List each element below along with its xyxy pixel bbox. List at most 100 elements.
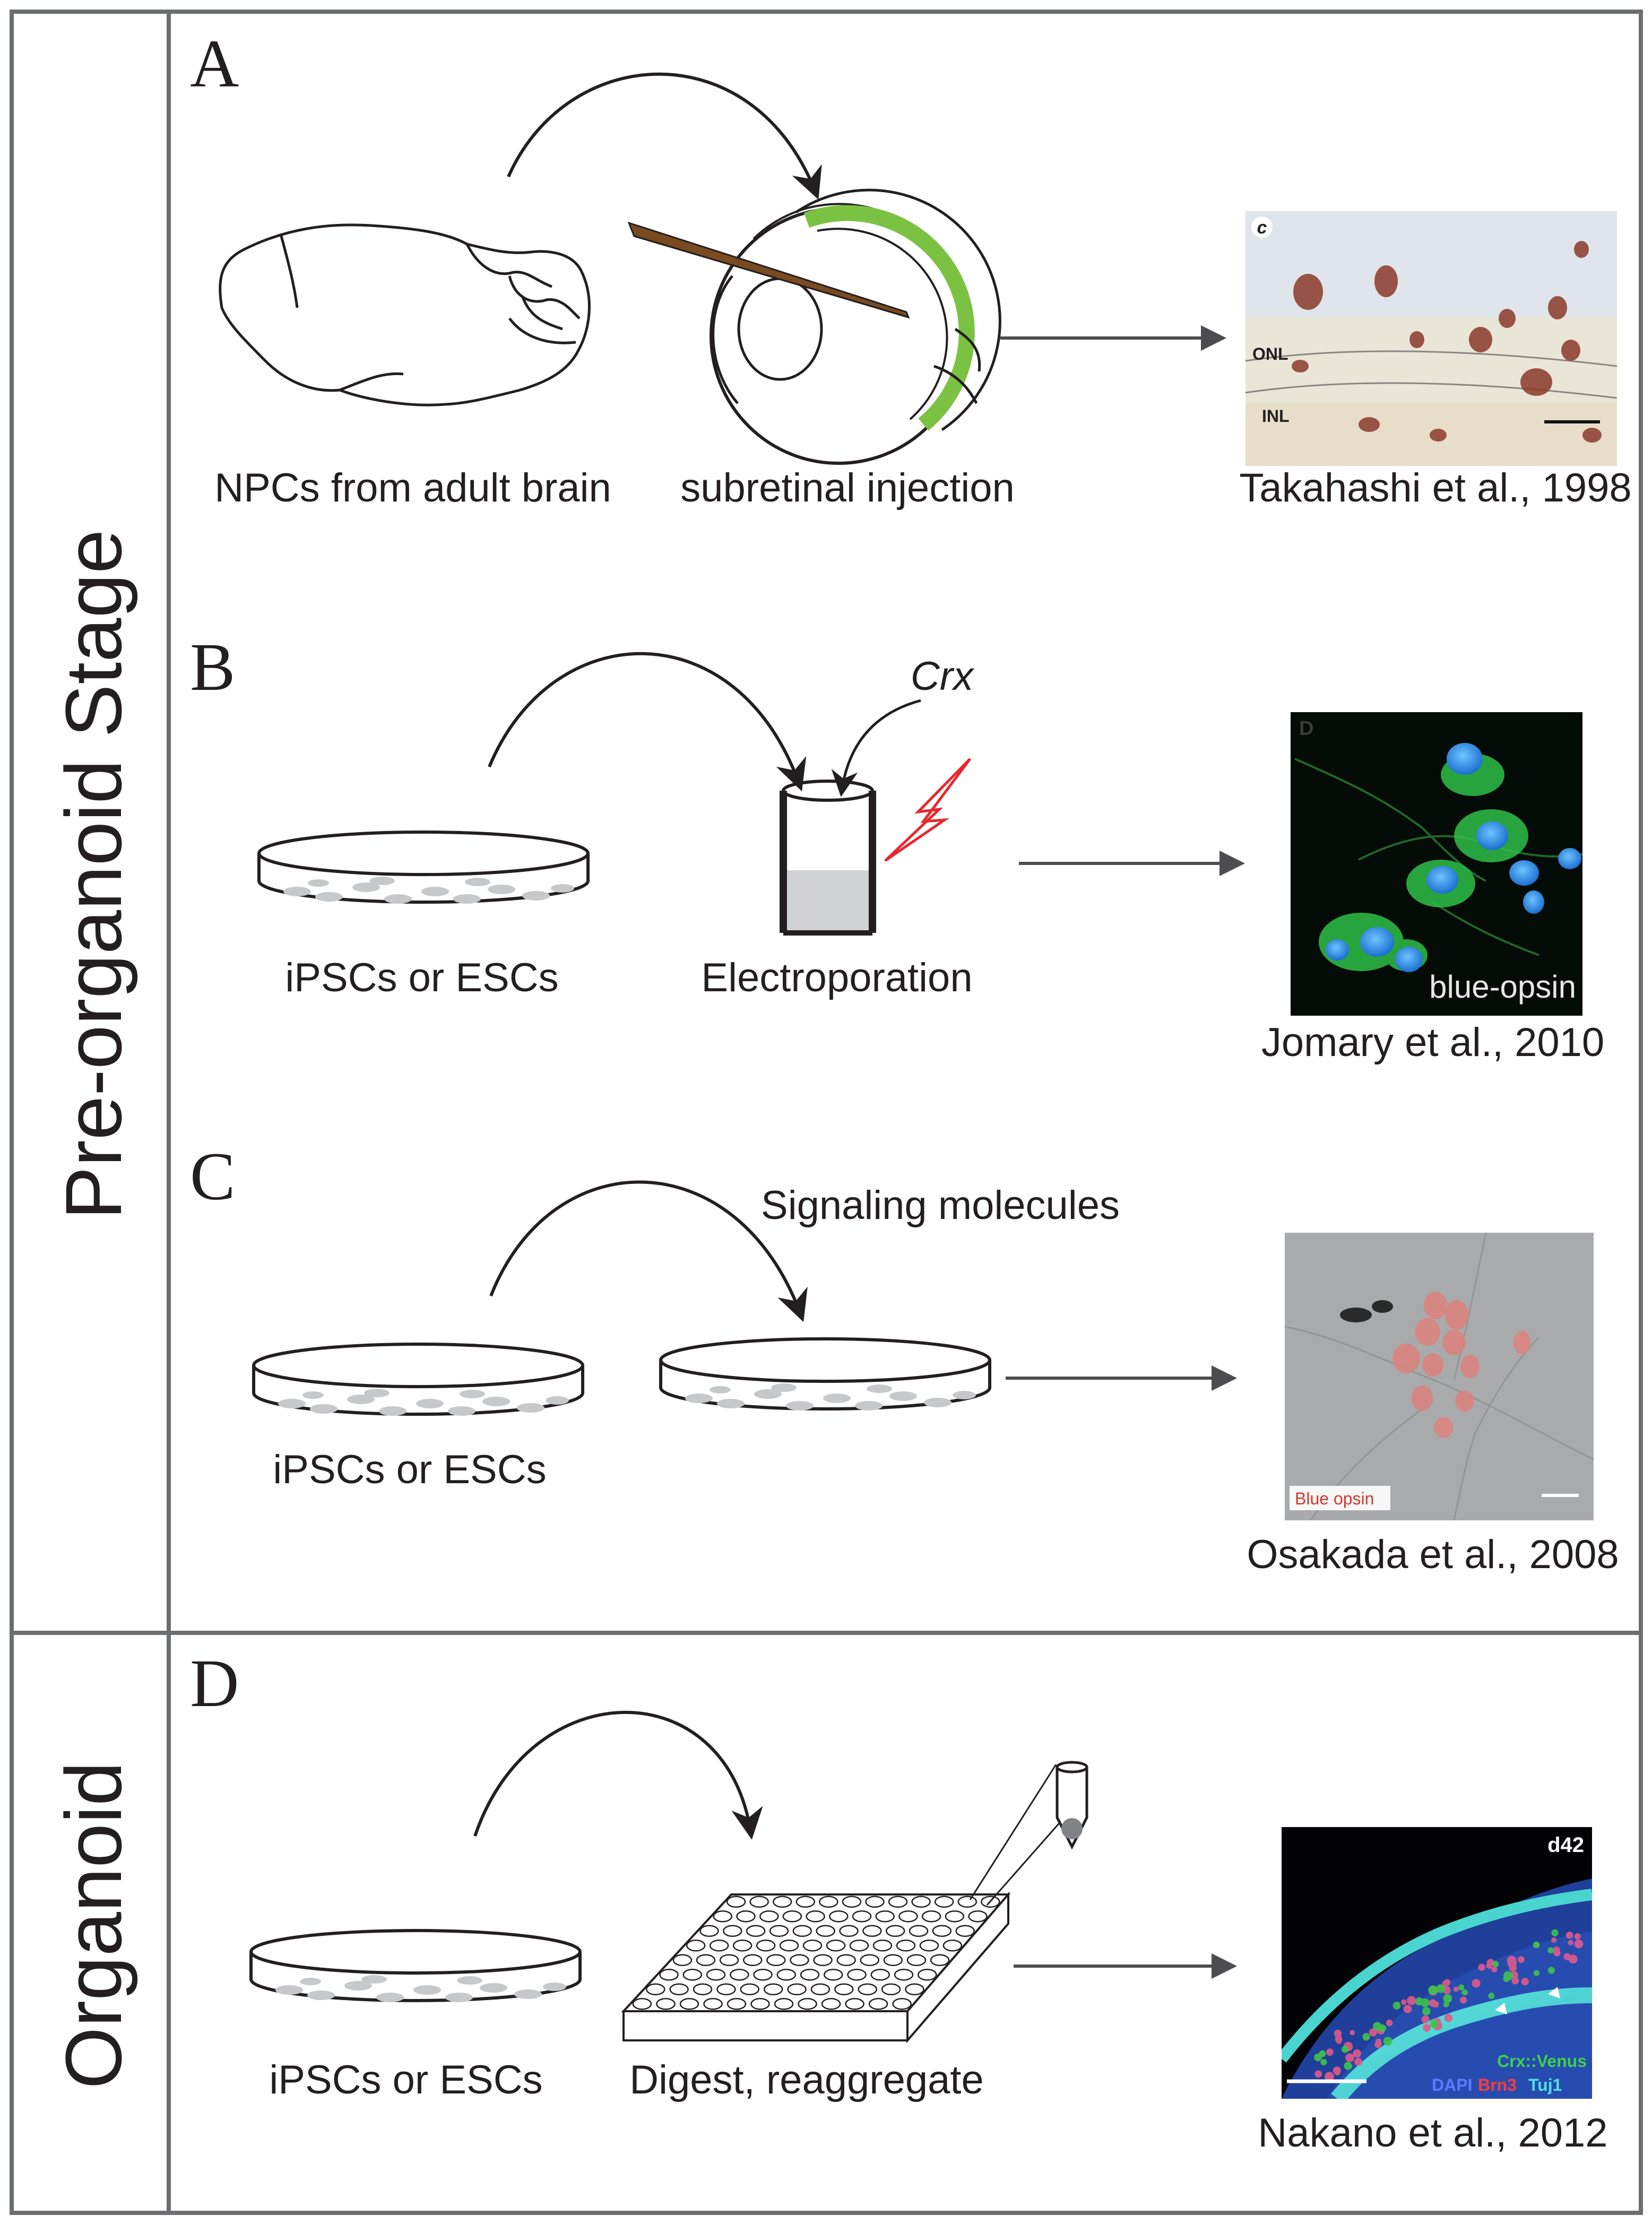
well: [769, 1925, 789, 1937]
lightning-icon: [884, 758, 972, 862]
well: [862, 1925, 882, 1937]
micrograph-d-marker1: Crx::Venus: [1497, 2052, 1587, 2071]
micrograph-b-corner: D: [1299, 717, 1313, 740]
cell-dot: [1553, 1949, 1561, 1957]
gene-arrow-b: [831, 699, 921, 797]
petri-dish-icon: [252, 1343, 584, 1416]
well: [792, 1925, 812, 1937]
well: [795, 1896, 816, 1908]
cell-dot: [1547, 1947, 1554, 1954]
micrograph-c-stain: Blue opsin: [1295, 1489, 1374, 1508]
well: [713, 1910, 733, 1923]
well: [782, 1910, 802, 1923]
well: [860, 1954, 879, 1966]
cell-dot: [1421, 2015, 1430, 2024]
well: [719, 1954, 739, 1966]
source-label-b: iPSCs or ESCs: [285, 955, 558, 1000]
well: [826, 1940, 846, 1952]
well: [834, 1983, 854, 1995]
cell-dot: [1488, 1993, 1495, 2000]
cell-dot: [1492, 1961, 1499, 1967]
cell-dot: [1547, 1967, 1555, 1974]
panel-b: B Crx iPSCs or ESCs El: [190, 629, 1604, 1065]
curved-arrow-c: [489, 1180, 808, 1322]
well: [726, 1998, 747, 2010]
well: [736, 1910, 756, 1923]
cell-dot: [1521, 1978, 1529, 1986]
cell-dot: [1326, 2048, 1334, 2056]
tube-icon: [969, 1761, 1088, 1906]
cell-dot: [1568, 1954, 1578, 1964]
panel-letter-a: A: [190, 26, 239, 101]
cell-dot: [1320, 2058, 1327, 2066]
well: [790, 1954, 809, 1966]
cell-dot: [1472, 1979, 1481, 1988]
well: [696, 1954, 716, 1966]
micrograph-d-brn3: Brn3: [1478, 2075, 1517, 2095]
well: [732, 1940, 753, 1952]
cell-dot: [1429, 1999, 1437, 2007]
well: [656, 1998, 676, 2010]
well: [829, 1910, 849, 1923]
well: [659, 1969, 679, 1981]
micrograph-a: c ONL INL: [1246, 211, 1617, 466]
well: [955, 1925, 975, 1937]
well: [709, 1940, 729, 1952]
citation-a: Takahashi et al., 1998: [1239, 465, 1631, 510]
citation-d: Nakano et al., 2012: [1258, 2110, 1607, 2156]
cell-dot: [1362, 2032, 1370, 2041]
well: [872, 1940, 893, 1952]
well: [934, 1896, 954, 1908]
well: [905, 1983, 924, 1995]
micrograph-b: D blue-opsin: [1291, 712, 1582, 1016]
panel-letter-c: C: [190, 1139, 235, 1214]
well: [906, 1954, 927, 1966]
well: [865, 1896, 885, 1908]
step-label-d: Digest, reaggregate: [629, 2057, 984, 2102]
citation-b: Jomary et al., 2010: [1261, 1020, 1604, 1065]
cell-dot: [1491, 1966, 1498, 1972]
cell-dot: [1574, 1933, 1581, 1940]
figure-frame: [10, 10, 1643, 2215]
well: [821, 1998, 841, 2010]
cell-dot: [1533, 1941, 1540, 1949]
cuvette-icon: [780, 780, 876, 936]
panel-letter-b: B: [190, 629, 235, 705]
cell-dot: [1350, 2030, 1355, 2036]
well: [836, 1954, 856, 1966]
well: [883, 1954, 903, 1966]
well: [753, 1969, 773, 1981]
well: [892, 1998, 912, 2010]
cell-dot: [1430, 2020, 1438, 2028]
well: [885, 1925, 905, 1937]
curved-arrow-b: [488, 652, 807, 792]
well: [750, 1998, 770, 2010]
well: [921, 1910, 941, 1923]
cell-dot: [1336, 2038, 1342, 2044]
micrograph-a-layer1: ONL: [1252, 344, 1288, 364]
treatment-label-c: Signaling molecules: [761, 1183, 1120, 1228]
well: [672, 1954, 693, 1966]
well: [646, 1983, 665, 1995]
cell-dot: [1551, 1929, 1559, 1936]
cell-dot: [1374, 2041, 1381, 2048]
well: [968, 1910, 988, 1923]
well: [779, 1940, 799, 1952]
well: [847, 1969, 867, 1981]
cell-dot: [1334, 2069, 1340, 2075]
cell-dot: [1379, 2024, 1387, 2032]
well: [957, 1896, 978, 1908]
cell-dot: [1314, 2053, 1322, 2062]
well: [875, 1910, 895, 1923]
eye-icon: [627, 188, 1001, 465]
well: [682, 1969, 703, 1981]
micrograph-c: Blue opsin: [1285, 1233, 1594, 1520]
well: [898, 1910, 918, 1923]
cell-dot: [1486, 1962, 1493, 1969]
cell-dot: [1407, 1996, 1416, 2005]
well: [742, 1954, 763, 1966]
cell-dot: [1444, 2014, 1453, 2022]
well: [706, 1969, 726, 1981]
cell-dot: [1503, 1971, 1513, 1981]
micrograph-a-layer2: INL: [1262, 406, 1290, 426]
